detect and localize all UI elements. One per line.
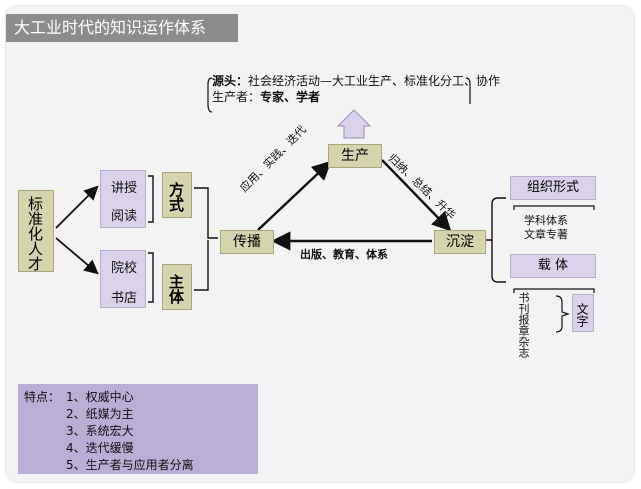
features-label: 特点： [24,390,61,404]
node-settle: 沉淀 [434,230,486,254]
edge-left-line [257,160,332,231]
feature-item-4: 4、迭代缓慢 [66,441,134,455]
diagram-title: 大工业时代的知识运作体系 [6,14,238,42]
source-brace [207,77,213,113]
producers-text: 专家、学者 [260,90,321,104]
method-items: 讲授 阅读 [100,170,146,228]
feature-item-2: 2、纸媒为主 [66,407,134,421]
subject-items: 院校 书店 [100,250,146,308]
node-production: 生产 [328,144,382,168]
edge-right-line [381,159,452,232]
org-item-2: 文章专著 [524,228,568,241]
subject-item-2: 书店 [111,291,138,306]
feature-item-5: 5、生产者与应用者分离 [66,458,194,472]
carrier-label: 载 体 [510,254,596,278]
method-item-2: 阅读 [111,209,138,224]
producers-label: 生产者： [212,90,261,104]
feature-item-3: 3、系统宏大 [66,424,134,438]
edge-bottom-label: 出版、教育、体系 [300,248,388,261]
carrier-text-label: 文字 [572,294,594,332]
carrier-items: 书刊报章杂志 [517,292,530,358]
up-arrow-icon [336,109,372,139]
source-text: 社会经济活动—大工业生产、标准化分工、协作 [248,74,501,88]
org-label: 组织形式 [510,176,596,200]
subject-item-1: 院校 [111,261,138,276]
node-talent: 标准化人才 [18,190,54,272]
method-label: 方式 [162,172,192,218]
producers-line: 生产者：专家、学者 [212,88,320,105]
org-item-1: 学科体系 [524,214,568,227]
node-spread: 传播 [220,230,274,254]
subject-label: 主体 [162,264,192,310]
method-item-1: 讲授 [111,181,138,196]
feature-item-1: 1、权威中心 [66,390,134,404]
source-line: 源头：社会经济活动—大工业生产、标准化分工、协作 [212,72,500,89]
features-panel: 特点： 1、权威中心 2、纸媒为主 3、系统宏大 4、迭代缓慢 5、生产者与应用… [18,384,258,474]
source-label: 源头： [212,74,249,88]
